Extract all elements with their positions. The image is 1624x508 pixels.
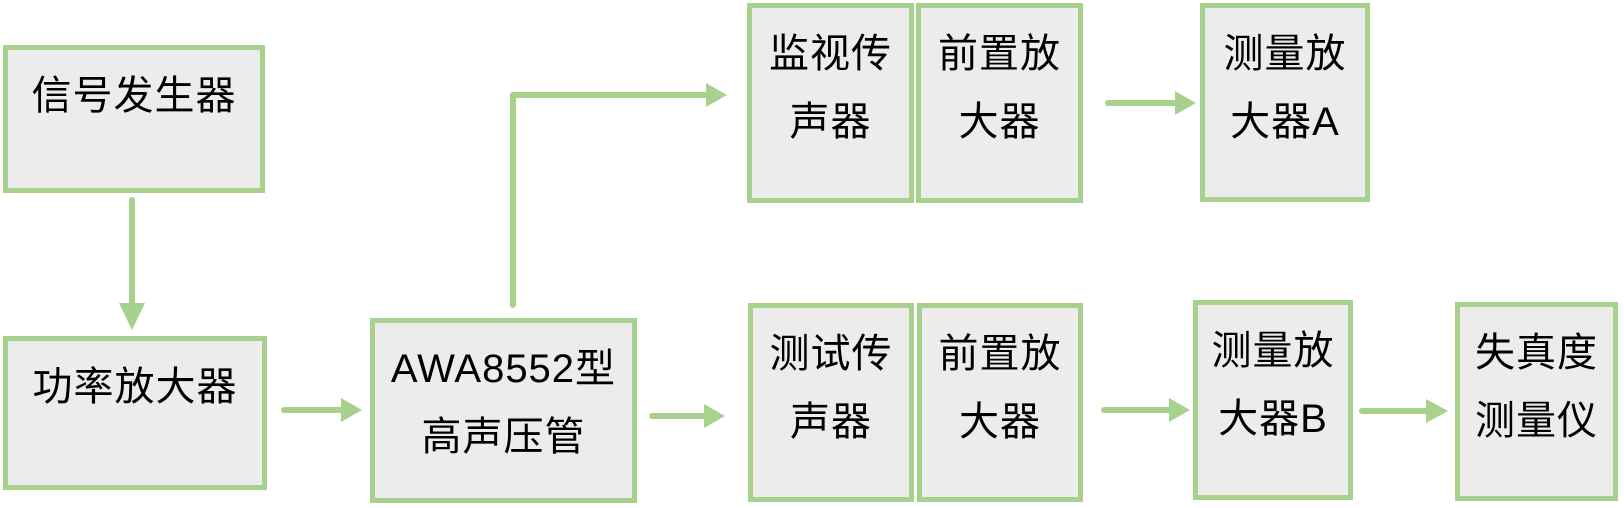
connector-power-to-tube <box>281 398 362 422</box>
node-monitor-microphone-label-line1: 监视传 <box>769 32 892 76</box>
connector-tube-to-test <box>649 404 725 428</box>
node-measuring-amplifier-b: 测量放 大器B <box>1193 300 1353 500</box>
connector-preamp-to-amp-a <box>1105 91 1196 115</box>
node-preamplifier-top: 前置放 大器 <box>916 3 1083 203</box>
connector-preamp-to-amp-b <box>1101 398 1190 422</box>
node-preamplifier-bottom: 前置放 大器 <box>917 303 1083 502</box>
node-preamplifier-bottom-label-line1: 前置放 <box>938 332 1062 376</box>
node-preamplifier-bottom-label-line2: 大器 <box>959 400 1041 444</box>
connector-signal-to-power <box>119 197 145 330</box>
connector-amp-b-to-distortion <box>1359 399 1448 423</box>
node-distortion-meter: 失真度 测量仪 <box>1455 302 1618 501</box>
node-measuring-amplifier-b-label-line1: 测量放 <box>1211 329 1335 373</box>
node-monitor-microphone: 监视传 声器 <box>747 3 914 203</box>
connector-tube-to-monitor <box>510 83 727 308</box>
node-measuring-amplifier-a: 测量放 大器A <box>1200 3 1370 202</box>
node-signal-generator-label: 信号发生器 <box>31 74 237 118</box>
node-measuring-amplifier-a-label-line2: 大器A <box>1230 100 1340 144</box>
node-distortion-meter-label-line2: 测量仪 <box>1475 399 1598 443</box>
node-test-microphone-label-line2: 声器 <box>790 400 872 444</box>
node-signal-generator: 信号发生器 <box>3 45 265 193</box>
node-measuring-amplifier-b-label-line2: 大器B <box>1218 397 1328 441</box>
node-test-microphone-label-line1: 测试传 <box>769 332 893 376</box>
node-awa8552-tube: AWA8552型 高声压管 <box>370 318 637 503</box>
node-distortion-meter-label-line1: 失真度 <box>1475 331 1598 375</box>
node-monitor-microphone-label-line2: 声器 <box>789 100 872 144</box>
node-preamplifier-top-label-line1: 前置放 <box>938 32 1061 76</box>
node-awa8552-tube-label-line1: AWA8552型 <box>390 347 617 391</box>
node-measuring-amplifier-a-label-line1: 测量放 <box>1223 32 1347 76</box>
node-awa8552-tube-label-line2: 高声压管 <box>421 415 586 459</box>
node-power-amplifier: 功率放大器 <box>3 336 267 490</box>
node-power-amplifier-label: 功率放大器 <box>32 365 238 409</box>
node-test-microphone: 测试传 声器 <box>748 303 914 502</box>
node-preamplifier-top-label-line2: 大器 <box>958 100 1041 144</box>
